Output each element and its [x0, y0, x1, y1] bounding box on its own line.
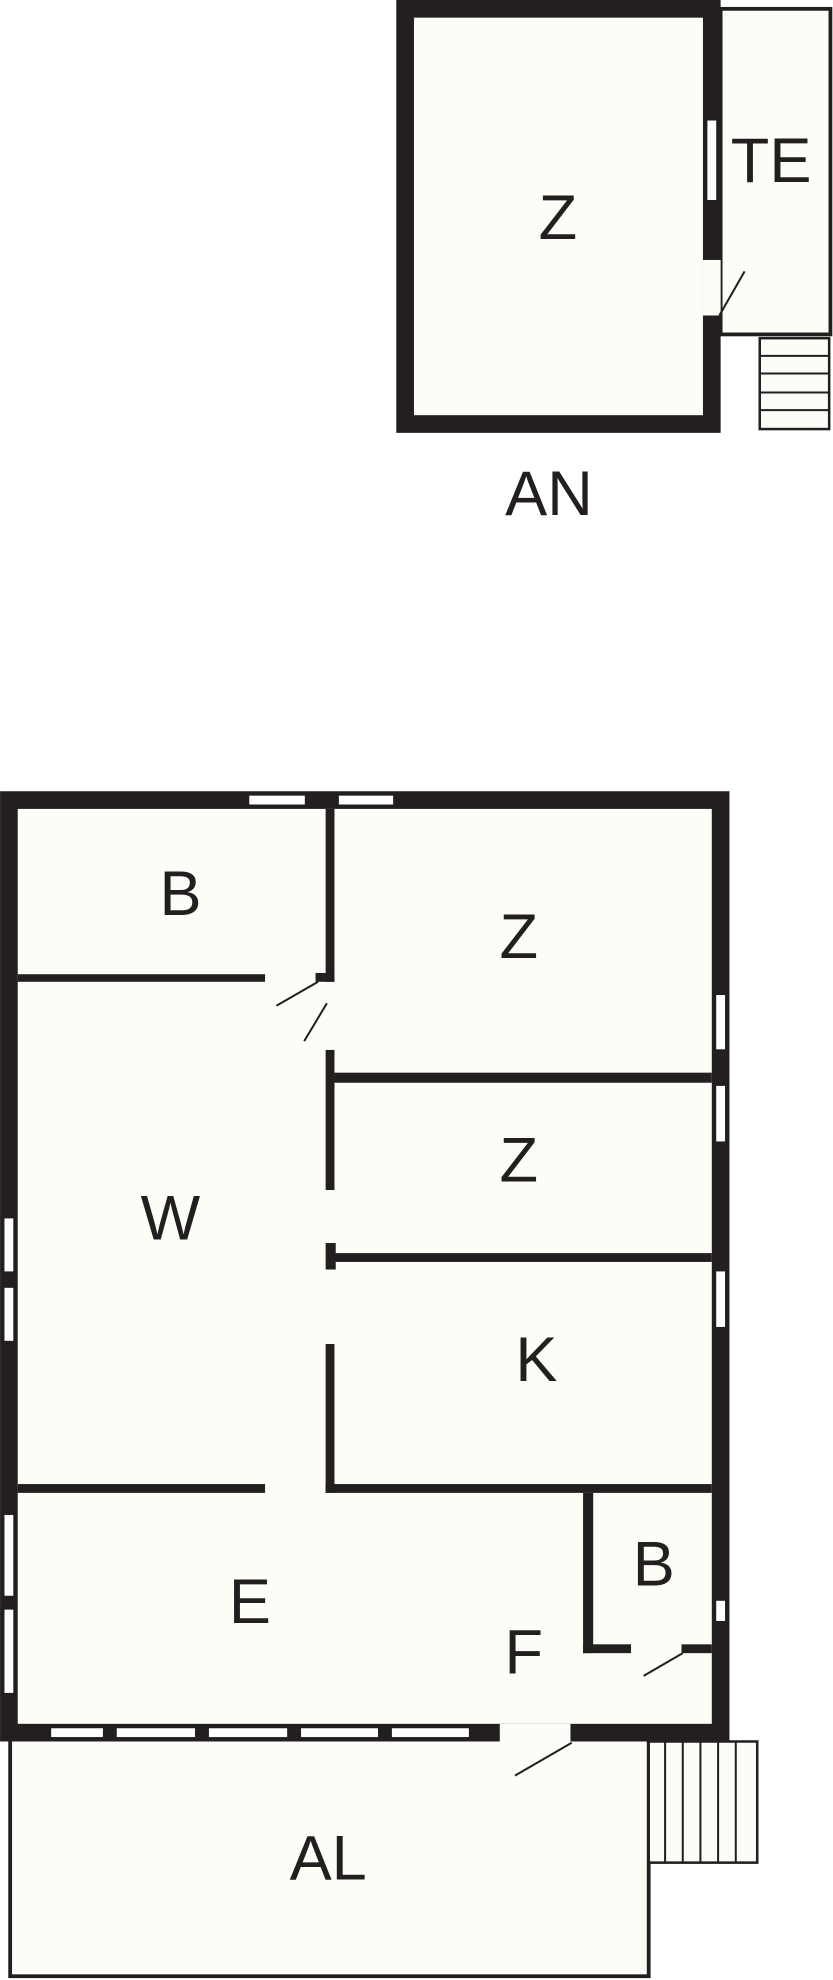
room-label-porch: AL [290, 1823, 367, 1893]
annex-door-opening [702, 259, 721, 316]
annex-stairs [758, 336, 831, 431]
room-label-bath-top: B [159, 859, 201, 929]
door-swing-bath [275, 980, 319, 1007]
wall-central-1 [325, 808, 335, 982]
door-swing-room [303, 1002, 328, 1042]
wall-central-4 [325, 1343, 335, 1493]
house-floor [17, 808, 712, 1724]
wall-small-bath-bottom-2 [681, 1644, 712, 1654]
room-label-room-top: Z [499, 902, 538, 972]
wall-central-3 [325, 1243, 336, 1270]
wall-small-bath-bottom-1 [583, 1644, 632, 1654]
wall-central-2 [325, 1049, 335, 1191]
room-label-living: W [141, 1184, 201, 1254]
annex-door-swing [718, 270, 746, 316]
main-house: B Z Z W K E B F AL [0, 791, 759, 1979]
room-label-dining: E [229, 1567, 271, 1637]
wall-stub [315, 972, 335, 982]
wall-living-dining [17, 1484, 266, 1493]
entrance-door-opening [499, 1723, 571, 1742]
door-swing-small-bath [643, 1652, 684, 1677]
wall-small-bath-side [583, 1492, 594, 1654]
room-label-bath-small: B [633, 1529, 675, 1599]
annex-building-label: AN [505, 459, 593, 529]
terrace-label: TE [731, 126, 812, 196]
annex-room-label: Z [539, 183, 578, 253]
windows [3, 794, 727, 1739]
room-label-room-middle: Z [499, 1125, 538, 1195]
wall-bath-living [17, 974, 266, 982]
annex-window [706, 119, 718, 202]
room-label-hall: F [505, 1618, 544, 1688]
room-label-kitchen: K [515, 1325, 557, 1395]
porch-stairs [647, 1740, 759, 1864]
wall-z-z [334, 1072, 712, 1083]
wall-z-k [334, 1253, 712, 1262]
porch-area [8, 1737, 651, 1979]
door-swing-entrance [514, 1741, 573, 1777]
wall-k-hall [325, 1484, 712, 1493]
annex-building: Z TE AN [396, 0, 833, 529]
annex-room-floor [413, 17, 703, 416]
